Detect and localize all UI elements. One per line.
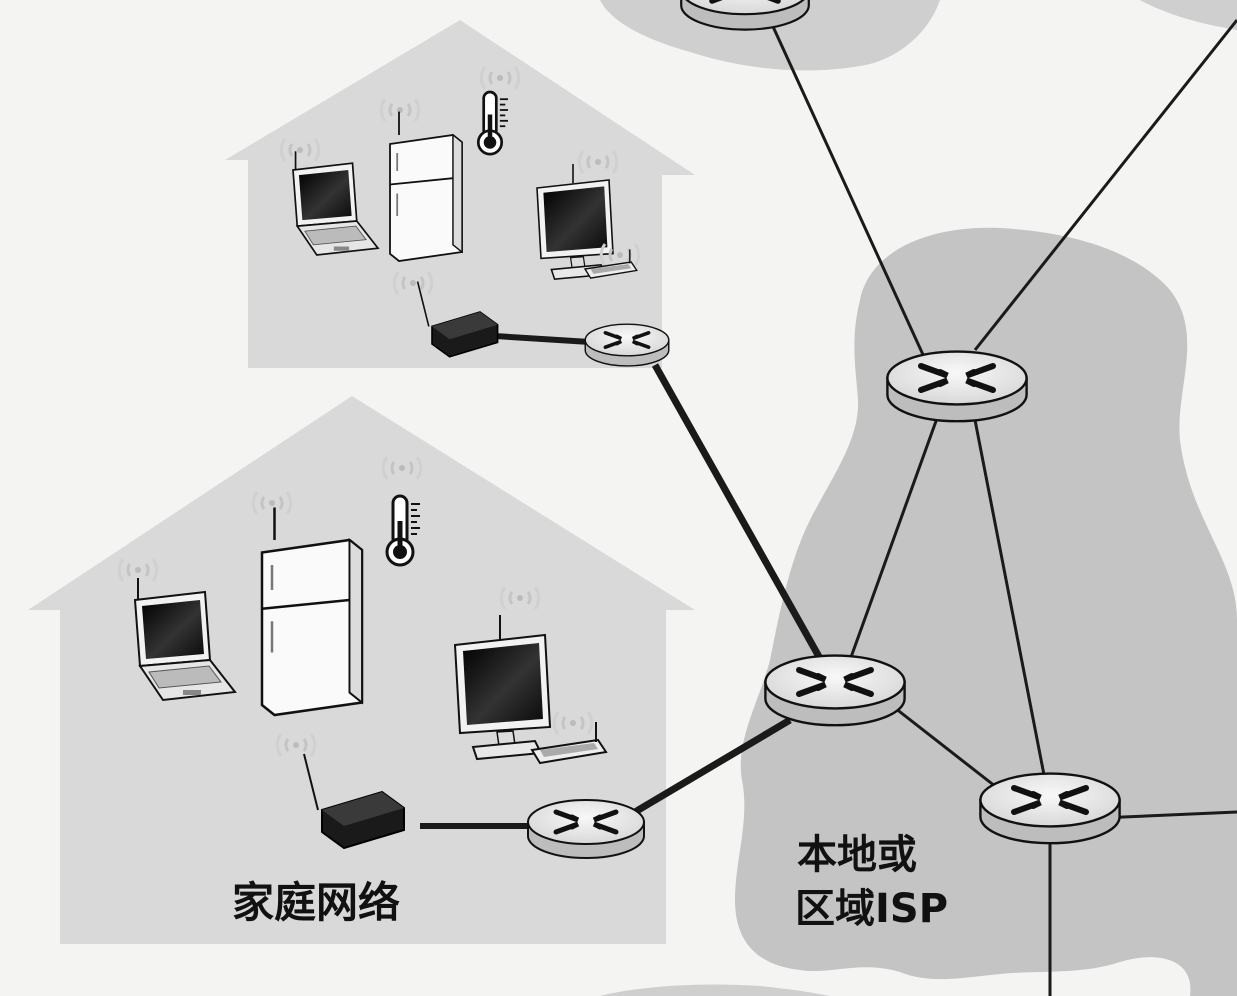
top-right-cloud bbox=[1140, 0, 1237, 30]
isp-cloud bbox=[735, 227, 1237, 996]
access-link-upper-home bbox=[651, 363, 826, 664]
link-isp-top-to-isp-mid bbox=[848, 409, 942, 661]
lower-home-router-icon bbox=[528, 800, 644, 858]
isp-router-top-icon bbox=[887, 352, 1026, 422]
isp-label-line2: 区域ISP bbox=[795, 886, 948, 932]
network-links bbox=[420, 19, 1237, 996]
isp-router-mid-icon bbox=[765, 656, 904, 726]
isp-label-line1: 本地或 bbox=[797, 832, 917, 878]
upper-home-router-icon bbox=[583, 322, 671, 368]
access-link-lower-home bbox=[633, 716, 792, 816]
upper-modem-to-router bbox=[494, 333, 591, 345]
link-isp-mid-to-isp-right bbox=[894, 706, 1001, 792]
bottom-cloud bbox=[600, 984, 830, 996]
link-topright-to-isp-top bbox=[973, 19, 1237, 351]
link-isp-top-to-isp-right bbox=[973, 419, 1047, 781]
isp-router-right-icon bbox=[980, 774, 1119, 844]
link-top-router-to-isp-top bbox=[768, 19, 932, 371]
link-isp-right-to-east bbox=[1099, 810, 1237, 820]
top-isp-cloud bbox=[600, 0, 940, 71]
home-network-label: 家庭网络 bbox=[232, 878, 400, 927]
